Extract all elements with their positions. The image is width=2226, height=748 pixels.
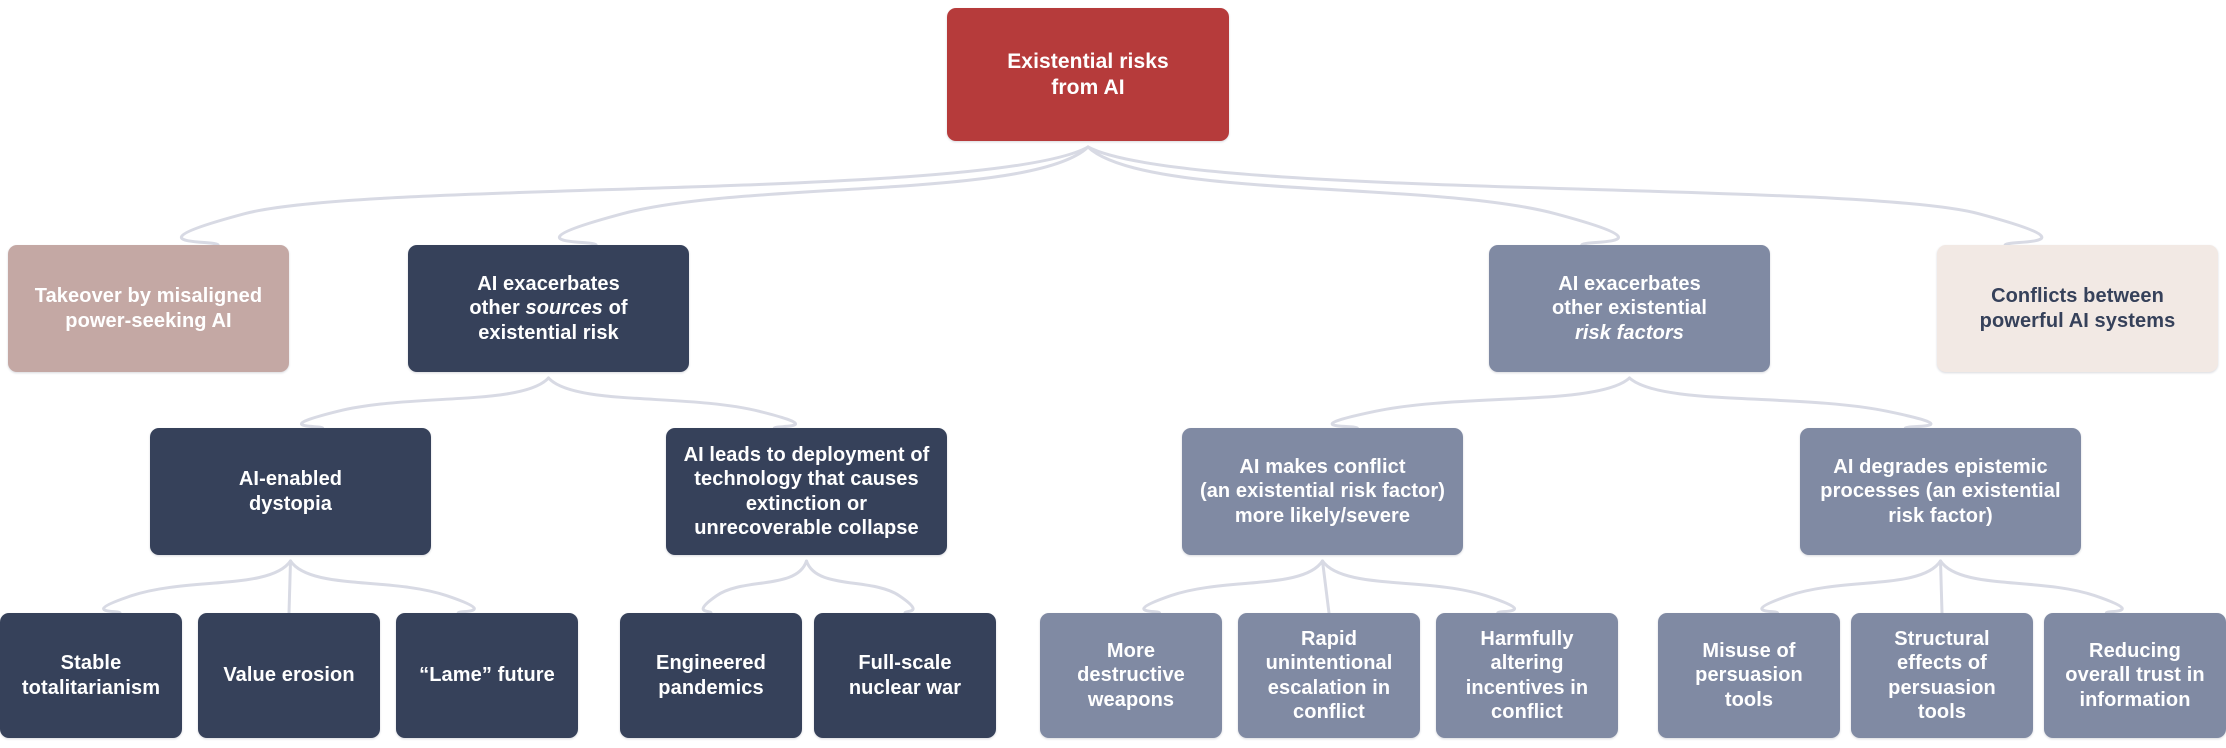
edge-sources-to-deployment	[547, 376, 797, 430]
node-label: “Lame” future	[419, 664, 555, 687]
node-label: Value erosion	[223, 664, 355, 687]
edge-riskfactors-to-conflictsevere	[1330, 376, 1631, 430]
edge-dystopia-to-lamefuture	[289, 559, 476, 615]
edge-root-to-sources	[557, 145, 1090, 247]
edge-conflictsevere-to-weapons	[1142, 559, 1324, 615]
edge-deployment-to-pandemics	[701, 559, 808, 615]
node-conflictsevere[interactable]: AI makes conflict(an existential risk fa…	[1182, 428, 1463, 555]
edge-dystopia-to-valueerosion	[287, 559, 292, 615]
edge-epistemic-to-structural	[1939, 559, 1944, 615]
edge-riskfactors-to-epistemic	[1628, 376, 1933, 430]
edge-conflictsevere-to-incentives	[1321, 559, 1516, 615]
edge-epistemic-to-misuse	[1760, 559, 1942, 615]
node-lamefuture[interactable]: “Lame” future	[396, 613, 578, 738]
edge-sources-to-dystopia	[300, 376, 550, 430]
edge-dystopia-to-totalitarianism	[102, 559, 292, 615]
node-label: AI makes conflict(an existential risk fa…	[1199, 455, 1446, 527]
edge-root-to-riskfactors	[1086, 145, 1620, 247]
edge-epistemic-to-trust	[1939, 559, 2124, 615]
edge-root-to-takeover	[179, 145, 1090, 247]
node-valueerosion[interactable]: Value erosion	[198, 613, 380, 738]
edge-conflictsevere-to-escalation	[1321, 559, 1331, 615]
edge-deployment-to-nuclear	[805, 559, 915, 615]
edge-root-to-conflicts	[1086, 145, 2044, 247]
